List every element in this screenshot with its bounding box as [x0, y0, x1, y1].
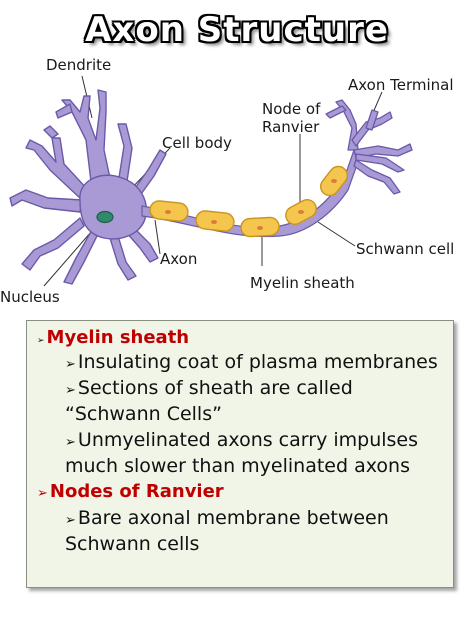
- myelin-sheath: [149, 165, 349, 238]
- label-nucleus: Nucleus: [0, 288, 60, 306]
- label-dendrite: Dendrite: [46, 56, 112, 74]
- bullet-item: ➢Bare axonal membrane between: [65, 507, 389, 529]
- nucleus: [96, 210, 114, 224]
- heading-nodes-of-ranvier: ➢Nodes of Ranvier: [37, 481, 224, 502]
- label-node-of-ranvier-line1: Node of: [262, 100, 321, 118]
- label-cell-body: Cell body: [162, 134, 232, 152]
- bullet-text: Sections of sheath are called: [77, 377, 353, 399]
- slide-title: Axon Structure: [85, 10, 389, 50]
- bullet-text: Insulating coat of plasma membranes: [77, 351, 438, 373]
- heading-text: Myelin sheath: [46, 327, 190, 348]
- label-node-of-ranvier-line2: Ranvier: [262, 118, 320, 136]
- arrow-bullet-icon: ➢: [65, 435, 76, 450]
- label-axon-terminal: Axon Terminal: [348, 76, 454, 94]
- arrow-bullet-icon: ➢: [65, 357, 76, 372]
- bullet-continuation: “Schwann Cells”: [65, 403, 222, 425]
- arrow-bullet-icon: ➢: [65, 513, 76, 528]
- arrow-bullet-icon: ➢: [37, 486, 48, 501]
- bullet-continuation: much slower than myelinated axons: [65, 455, 410, 477]
- label-axon: Axon: [160, 250, 198, 268]
- axon-terminal: [325, 99, 413, 195]
- bullet-item: ➢Sections of sheath are called: [65, 377, 353, 399]
- arrow-bullet-icon: ➢: [37, 336, 45, 346]
- cell-body: [79, 174, 147, 240]
- label-schwann-cell: Schwann cell: [356, 240, 455, 258]
- bullet-text: Unmyelinated axons carry impulses: [77, 429, 419, 451]
- label-myelin-sheath: Myelin sheath: [250, 274, 355, 292]
- notes-box: ➢Myelin sheath ➢Insulating coat of plasm…: [26, 320, 454, 588]
- bullet-continuation: Schwann cells: [65, 533, 200, 555]
- heading-text: Nodes of Ranvier: [49, 481, 224, 502]
- arrow-bullet-icon: ➢: [65, 383, 76, 398]
- bullet-text: Bare axonal membrane between: [77, 507, 389, 529]
- bullet-item: ➢Insulating coat of plasma membranes: [65, 351, 438, 373]
- schwann-nuclei: [165, 179, 337, 230]
- heading-myelin-sheath: ➢Myelin sheath: [37, 327, 189, 348]
- bullet-item: ➢Unmyelinated axons carry impulses: [65, 429, 418, 451]
- neuron-diagram: [9, 75, 413, 287]
